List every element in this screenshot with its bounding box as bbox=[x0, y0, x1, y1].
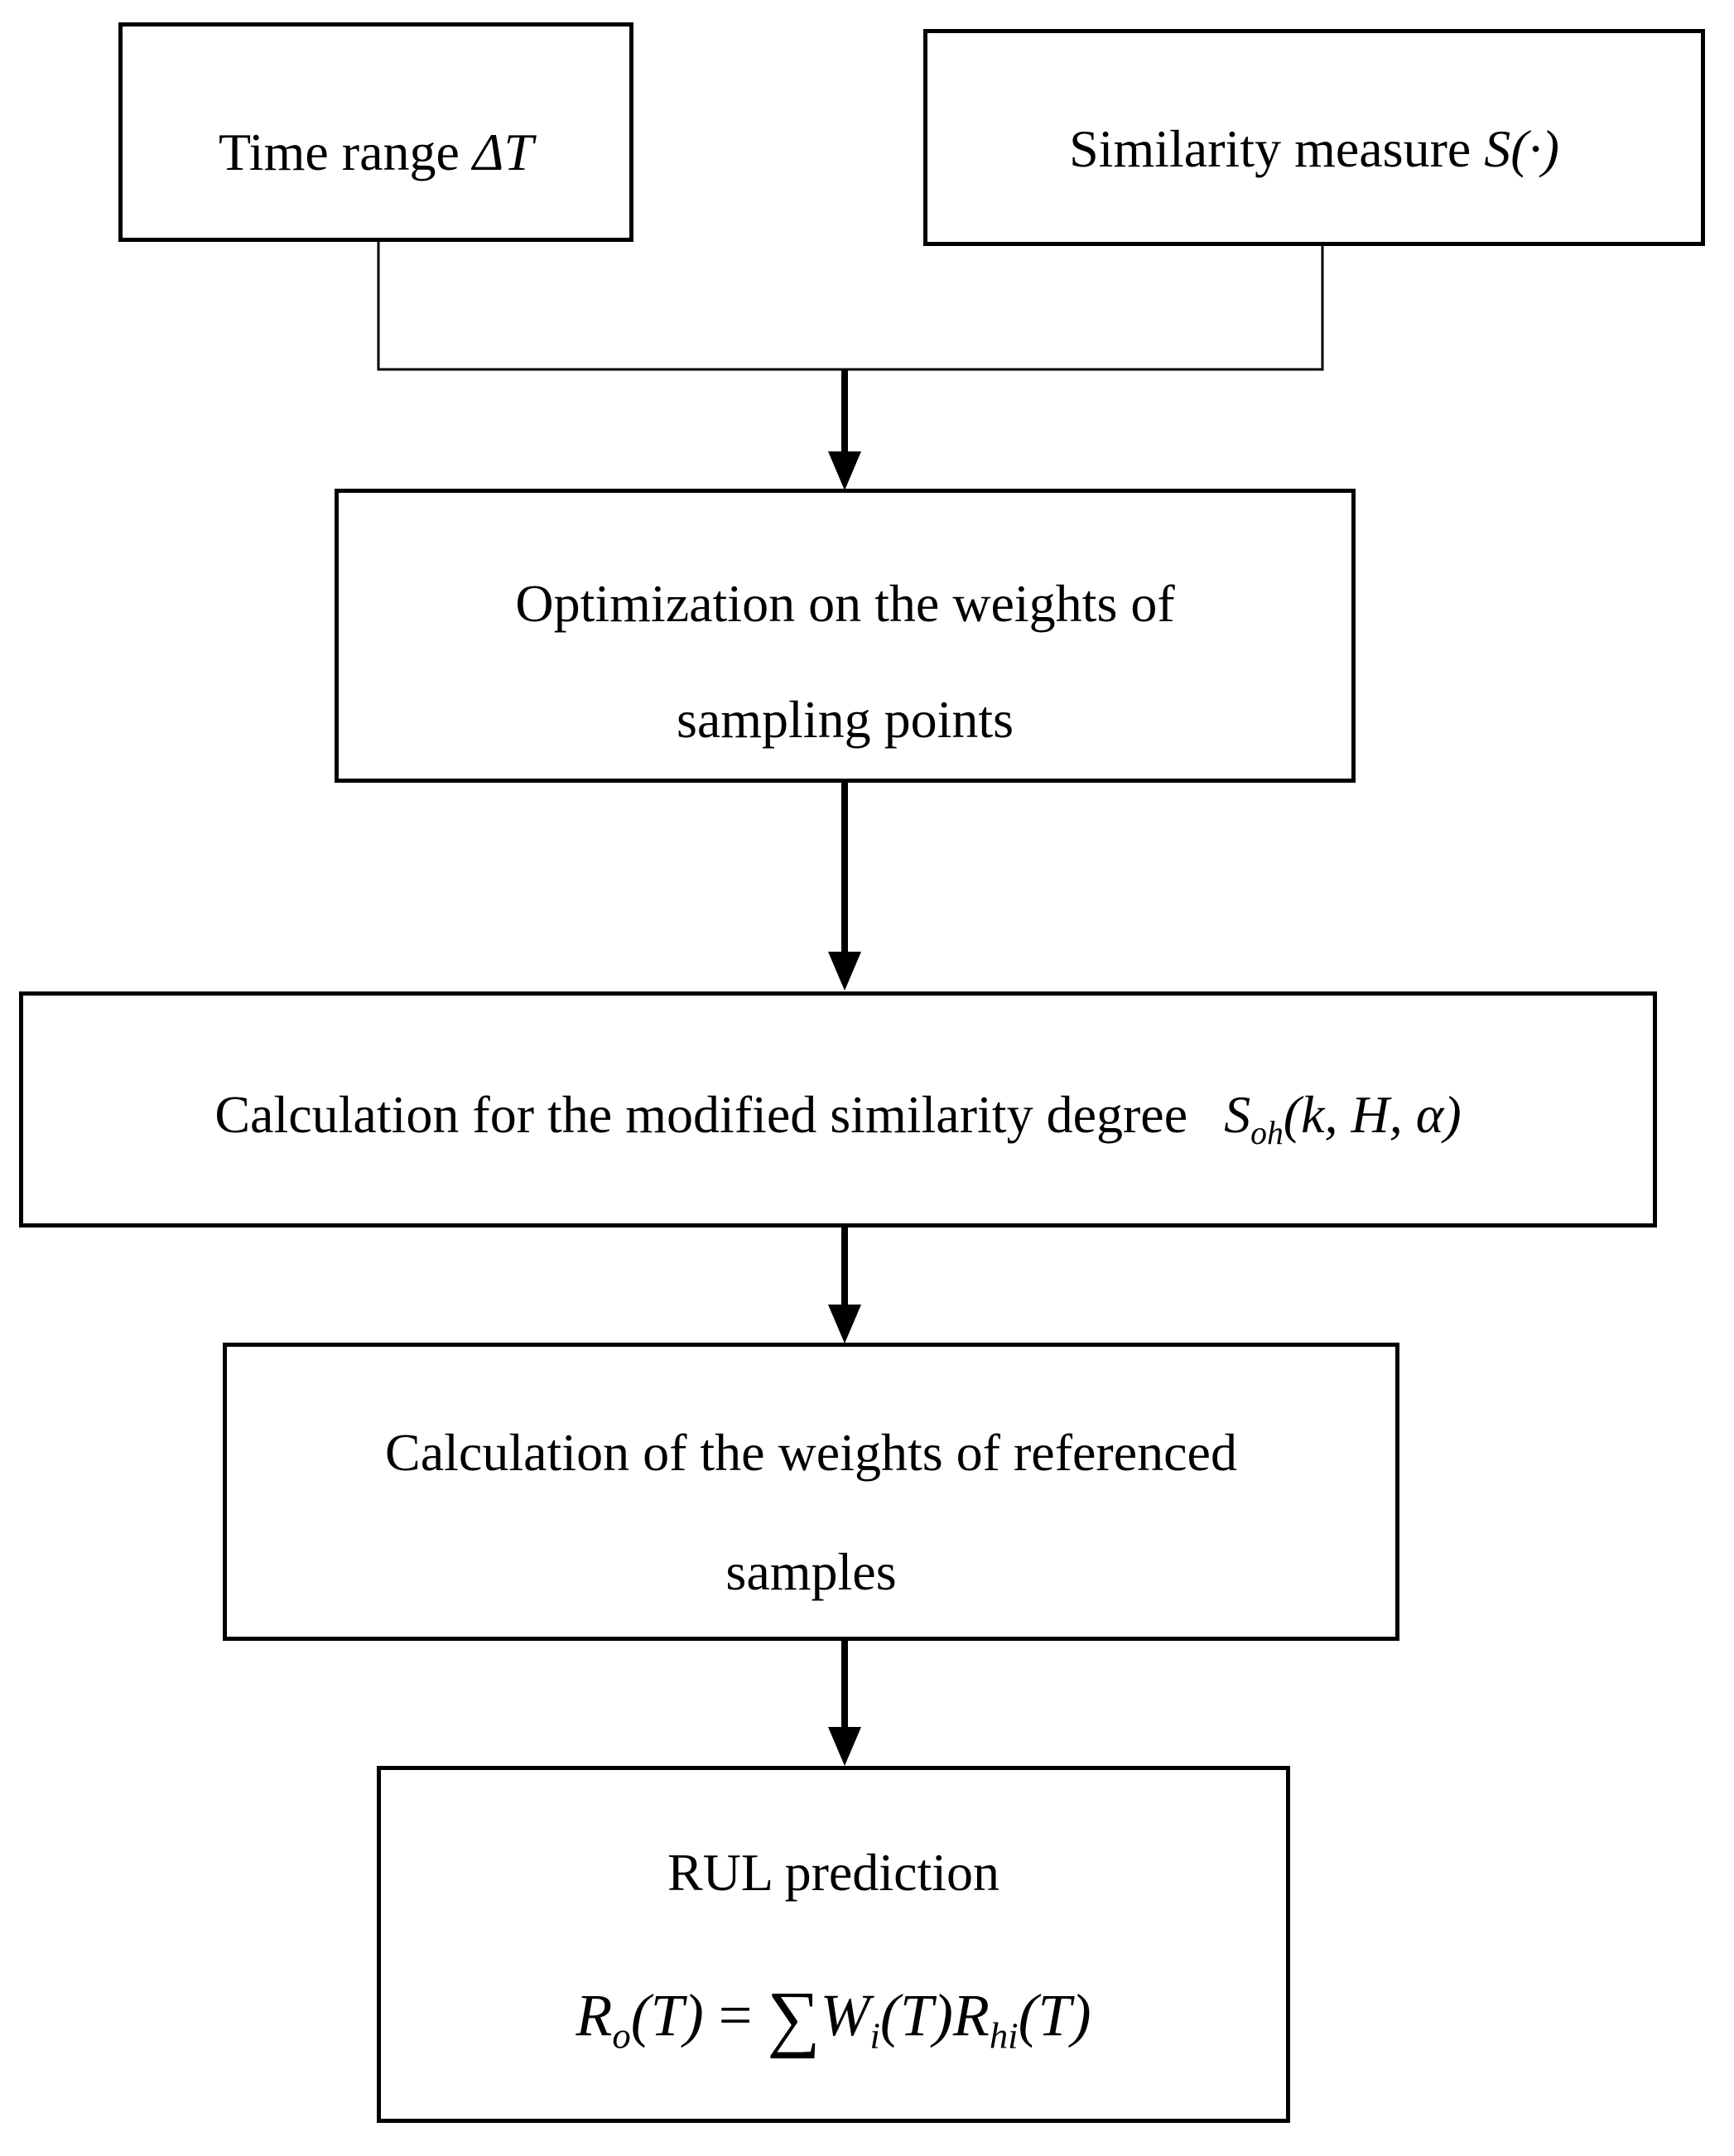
referenced-weights-line2: samples bbox=[725, 1542, 897, 1601]
rul-equals: = bbox=[718, 1982, 753, 2048]
time-range-label: Time range bbox=[218, 123, 460, 181]
arrowhead-1 bbox=[828, 451, 861, 490]
rul-w: W bbox=[820, 1982, 870, 2048]
rul-lhs-arg: (T) bbox=[630, 1982, 704, 2048]
similarity-symbol: S(·) bbox=[1484, 119, 1559, 178]
s-symbol: S bbox=[1224, 1085, 1251, 1144]
rul-prediction-title: RUL prediction bbox=[667, 1843, 1000, 1902]
rul-w-sub: i bbox=[869, 2014, 880, 2057]
modified-similarity-formula: Soh(k, H, α) bbox=[1224, 1085, 1462, 1150]
arrowhead-3 bbox=[828, 1305, 861, 1343]
arrowhead-2 bbox=[828, 952, 861, 991]
time-range-text: Time range ΔT bbox=[123, 126, 629, 179]
rul-r-arg: (T) bbox=[1018, 1982, 1091, 2048]
rul-lhs-sub: o bbox=[612, 2014, 631, 2057]
rul-r: R bbox=[952, 1982, 990, 2048]
delta-t-symbol: ΔT bbox=[472, 123, 534, 181]
optimization-line1: Optimization on the weights of bbox=[515, 574, 1175, 633]
similarity-measure-text: Similarity measure S(·) bbox=[927, 123, 1701, 176]
similarity-measure-box: Similarity measure S(·) bbox=[923, 29, 1705, 246]
modified-similarity-label: Calculation for the modified similarity … bbox=[214, 1085, 1188, 1144]
rul-lhs: R bbox=[576, 1982, 613, 2048]
modified-similarity-text: Calculation for the modified similarity … bbox=[23, 1088, 1653, 1150]
s-subscript: oh bbox=[1250, 1114, 1284, 1151]
merge-connector bbox=[377, 239, 1324, 371]
optimization-line2: sampling points bbox=[676, 690, 1014, 749]
modified-similarity-box: Calculation for the modified similarity … bbox=[19, 991, 1657, 1228]
rul-r-sub: hi bbox=[989, 2014, 1019, 2057]
optimization-box: Optimization on the weights of sampling … bbox=[335, 489, 1356, 783]
sum-symbol: ∑ bbox=[767, 1977, 821, 2059]
rul-w-arg: (T) bbox=[879, 1982, 953, 2048]
referenced-weights-box: Calculation of the weights of referenced… bbox=[223, 1343, 1399, 1641]
arrowhead-4 bbox=[828, 1727, 861, 1766]
time-range-box: Time range ΔT bbox=[118, 22, 633, 242]
rul-prediction-box: RUL prediction Ro(T) = ∑Wi(T)Rhi(T) bbox=[377, 1766, 1290, 2123]
rul-formula: Ro(T) = ∑Wi(T)Rhi(T) bbox=[381, 1981, 1286, 2056]
s-args: (k, H, α) bbox=[1283, 1085, 1462, 1144]
similarity-measure-label: Similarity measure bbox=[1069, 119, 1471, 178]
referenced-weights-line1: Calculation of the weights of referenced bbox=[385, 1423, 1237, 1482]
